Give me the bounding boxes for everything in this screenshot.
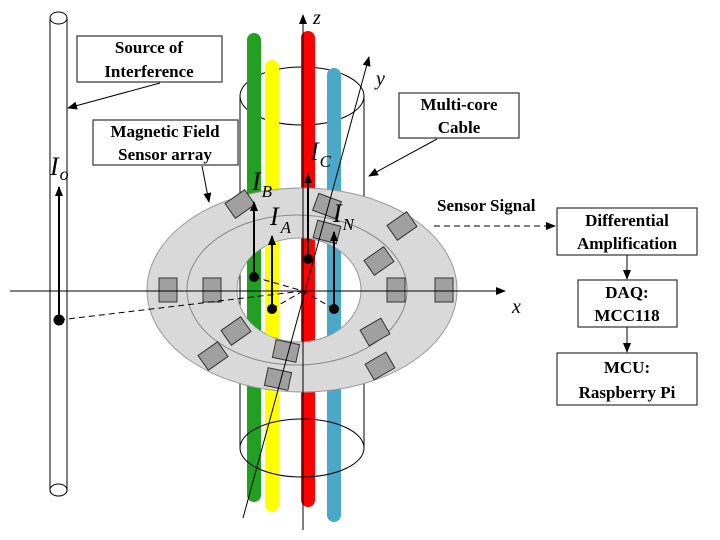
z-axis-label: z bbox=[312, 7, 321, 29]
magnetic-sensor bbox=[158, 277, 178, 303]
processing-flow: Differential Amplification DAQ: MCC118 M… bbox=[556, 207, 698, 406]
axes: x y z bbox=[10, 7, 521, 530]
multi-core-cable-callout: Multi-core Cable bbox=[368, 92, 520, 177]
current-vectors bbox=[53, 173, 339, 326]
differential-amplification-box: Differential Amplification bbox=[556, 207, 698, 256]
current-ib-label: IB bbox=[251, 167, 273, 201]
svg-text:Amplification: Amplification bbox=[577, 234, 678, 253]
mcu-box: MCU: Raspberry Pi bbox=[556, 352, 698, 406]
y-axis-label: y bbox=[374, 68, 385, 90]
magnetic-sensor bbox=[263, 367, 293, 391]
svg-text:Sensor Signal: Sensor Signal bbox=[437, 196, 536, 215]
magnetic-sensor bbox=[386, 211, 418, 241]
magnetic-sensor bbox=[434, 277, 454, 303]
svg-text:DAQ:: DAQ: bbox=[605, 283, 648, 302]
svg-text:Multi-core: Multi-core bbox=[420, 95, 498, 114]
magnetic-sensor bbox=[220, 316, 252, 346]
svg-text:MCC118: MCC118 bbox=[594, 306, 659, 325]
current-in-label: IN bbox=[332, 199, 356, 234]
sensor-signal: Sensor Signal bbox=[434, 196, 556, 230]
svg-text:Interference: Interference bbox=[104, 62, 194, 81]
current-io-label: Io bbox=[49, 152, 69, 184]
cable-bottom-ellipse bbox=[239, 418, 365, 478]
magnetic-sensor bbox=[271, 339, 301, 363]
svg-text:Sensor array: Sensor array bbox=[118, 145, 212, 164]
magnetic-sensor bbox=[363, 246, 395, 276]
daq-box: DAQ: MCC118 bbox=[577, 279, 678, 328]
magnetic-sensor bbox=[364, 351, 396, 381]
magnetic-sensor bbox=[197, 341, 229, 371]
interference-conductor bbox=[49, 11, 68, 497]
magnetic-sensor bbox=[224, 189, 256, 219]
source-of-interference-callout: Source of Interference bbox=[67, 35, 223, 110]
svg-text:MCU:: MCU: bbox=[604, 358, 650, 377]
svg-text:Source of: Source of bbox=[115, 38, 183, 57]
x-axis-label: x bbox=[511, 296, 521, 318]
svg-text:Differential: Differential bbox=[585, 211, 669, 230]
svg-text:Cable: Cable bbox=[438, 118, 481, 137]
magnetic-sensor bbox=[202, 277, 222, 303]
svg-text:Raspberry Pi: Raspberry Pi bbox=[579, 383, 676, 402]
magnetic-sensor bbox=[359, 317, 391, 347]
svg-text:Magnetic Field: Magnetic Field bbox=[110, 122, 220, 141]
magnetic-sensor bbox=[386, 277, 406, 303]
sensor-array-callout: Magnetic Field Sensor array bbox=[92, 119, 239, 203]
current-ic-label: IC bbox=[309, 137, 332, 171]
y-axis bbox=[242, 56, 371, 519]
